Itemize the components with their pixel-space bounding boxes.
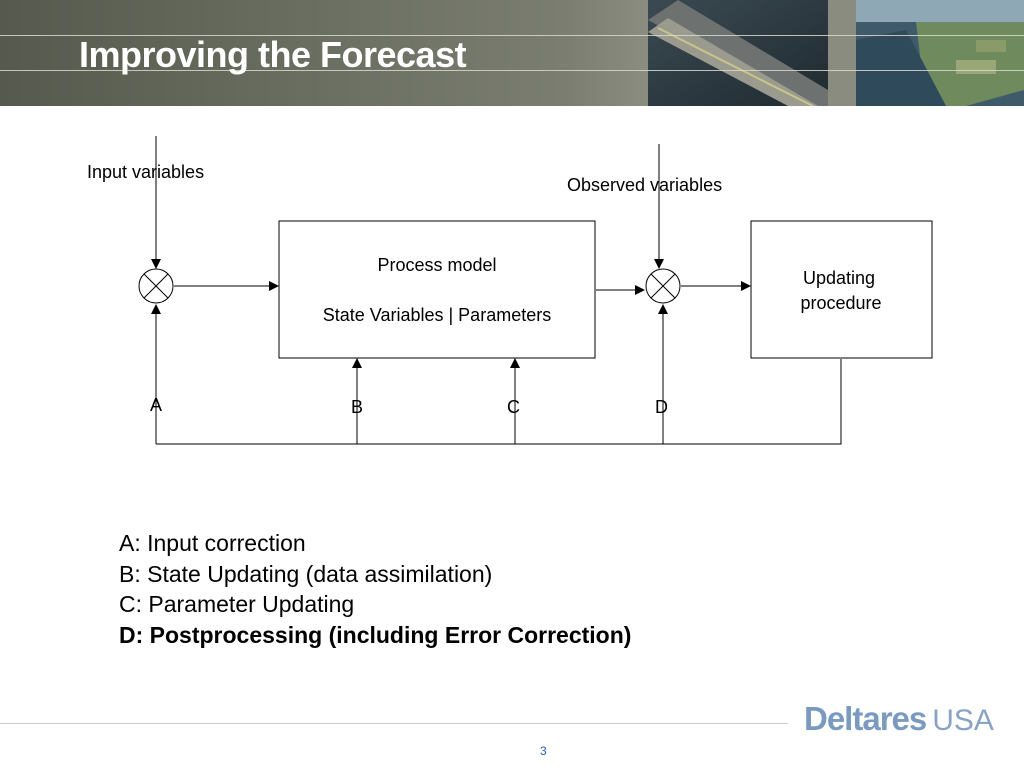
connectors (151, 136, 842, 445)
observed-variables-label: Observed variables (567, 175, 722, 195)
logo-suffix: USA (932, 704, 994, 737)
legend-item-a: A: Input correction (119, 530, 306, 556)
process-model-label: Process model (377, 255, 496, 275)
page-title: Improving the Forecast (79, 34, 467, 75)
diagram-labels: Input variables Observed variables Proce… (87, 162, 882, 417)
input-variables-label: Input variables (87, 162, 204, 182)
observed-junction-icon (645, 268, 681, 304)
logo-name: Deltares (804, 700, 927, 737)
process-model-box (278, 220, 596, 359)
header-photo-river (856, 0, 1024, 106)
input-junction-icon (138, 268, 174, 304)
feedback-label-d: D (655, 397, 668, 417)
legend-item-c: C: Parameter Updating (119, 591, 355, 617)
feedback-label-c: C (507, 397, 520, 417)
updating-procedure-box (750, 220, 933, 359)
legend-item-b: B: State Updating (data assimilation) (119, 560, 493, 587)
feedback-label-a: A (150, 395, 162, 415)
summing-junctions (138, 268, 681, 304)
legend: A: Input correction B: State Updating (d… (119, 528, 631, 650)
legend-item-d: D: Postprocessing (including Error Corre… (119, 621, 632, 648)
procedure-label: procedure (800, 293, 881, 313)
feedback-line (156, 359, 842, 445)
slide-header: Improving the Forecast (0, 0, 1024, 106)
footer-divider (0, 723, 788, 724)
updating-label: Updating (803, 268, 875, 288)
page-number: 3 (540, 744, 547, 758)
boxes (278, 220, 933, 359)
feedback-label-b: B (351, 397, 363, 417)
header-photo-bridge (648, 0, 828, 106)
state-parameters-label: State Variables | Parameters (323, 305, 551, 325)
